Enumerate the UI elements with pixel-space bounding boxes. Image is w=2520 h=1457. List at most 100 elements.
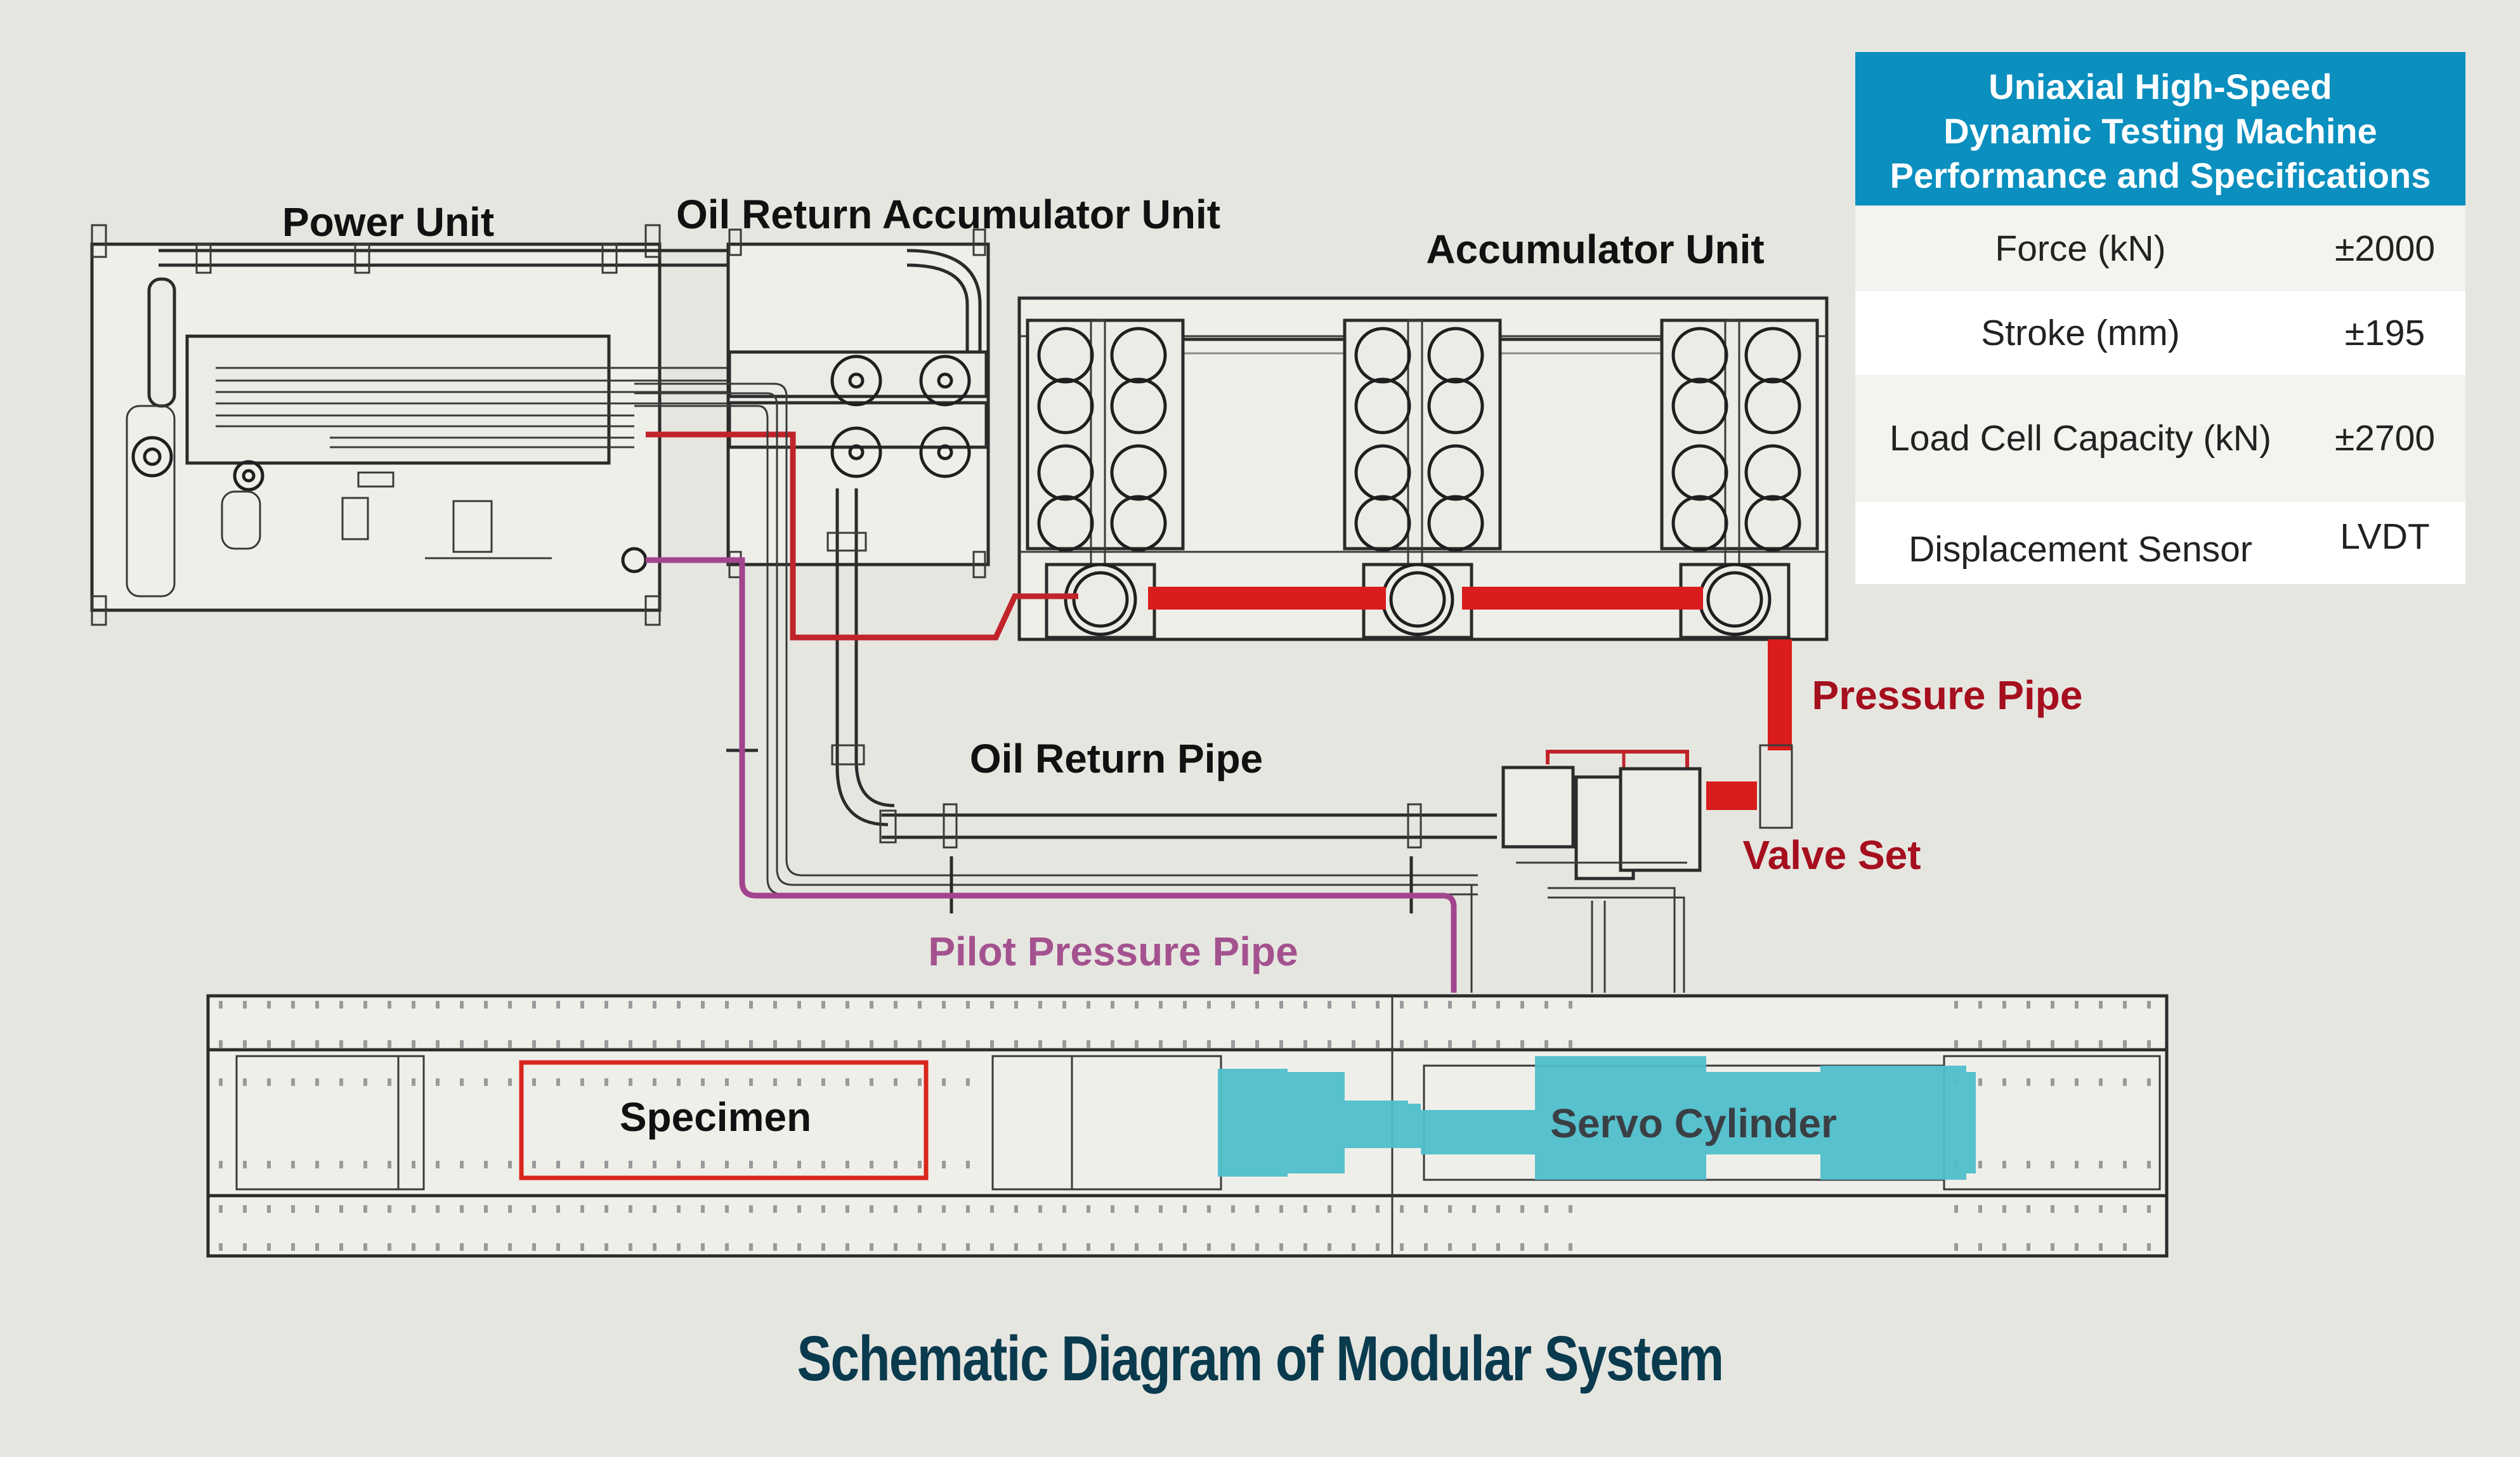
bolt-hole: [1376, 1040, 1380, 1048]
bolt-hole: [2147, 1040, 2151, 1048]
bolt-hole: [388, 1161, 391, 1168]
bolt-hole: [1472, 1205, 1476, 1213]
bolt-hole: [1062, 1205, 1066, 1213]
accumulator-bottle: [1354, 377, 1411, 434]
spec-table-body: Force (kN) ±2000 Stroke (mm) ±195 Load C…: [1855, 206, 2465, 584]
bolt-hole: [1231, 1001, 1235, 1009]
bolt-hole: [604, 1078, 608, 1086]
bolt-hole: [1255, 1001, 1259, 1009]
bolt-hole: [1279, 1001, 1283, 1009]
bolt-hole: [363, 1205, 367, 1213]
spec-table-header: Uniaxial High-Speed Dynamic Testing Mach…: [1855, 52, 2465, 206]
bolt-hole: [821, 1078, 825, 1086]
bolt-hole: [1376, 1205, 1380, 1213]
bolt-hole: [1448, 1001, 1452, 1009]
power-unit: [90, 224, 989, 626]
bolt-hole: [1038, 1040, 1042, 1048]
bolt-hole: [725, 1243, 729, 1251]
bolt-hole: [556, 1161, 560, 1168]
bolt-hole: [2099, 1001, 2103, 1009]
bolt-hole: [363, 1001, 367, 1009]
bolt-hole: [1424, 1040, 1428, 1048]
spec-label: Load Cell Capacity (kN): [1890, 418, 2271, 459]
bolt-hole: [580, 1243, 584, 1251]
bolt-hole: [1087, 1205, 1090, 1213]
bolt-hole: [291, 1161, 295, 1168]
bolt-hole: [1448, 1040, 1452, 1048]
bolt-hole: [1520, 1040, 1524, 1048]
label-accumulator-unit: Accumulator Unit: [1426, 226, 1764, 272]
bolt-hole: [894, 1161, 898, 1168]
bolt-hole: [1328, 1001, 1331, 1009]
bolt-hole: [942, 1243, 946, 1251]
spec-label: Stroke (mm): [1981, 313, 2180, 353]
bolt-hole: [508, 1243, 512, 1251]
bolt-hole: [363, 1243, 367, 1251]
bolt-hole: [894, 1243, 898, 1251]
drain-line: [1548, 887, 1676, 993]
bolt-hole: [2099, 1205, 2103, 1213]
bolt-hole: [2002, 1161, 2006, 1168]
bolt-hole: [918, 1243, 922, 1251]
bolt-hole: [821, 1161, 825, 1168]
bolt-hole: [870, 1078, 873, 1086]
bolt-hole: [845, 1205, 849, 1213]
bolt-hole: [2027, 1243, 2030, 1251]
bolt-hole: [1352, 1243, 1355, 1251]
pressure-elbow: [1759, 744, 1793, 829]
bolt-hole: [2147, 1161, 2151, 1168]
pump-icon: [131, 436, 173, 478]
pipe-clamp: [879, 809, 897, 844]
bolt-hole: [1159, 1040, 1163, 1048]
pressure-header-segment: [1148, 587, 1386, 610]
bolt-hole: [725, 1040, 729, 1048]
pipe-clamp: [1407, 803, 1422, 849]
bolt-hole: [749, 1040, 753, 1048]
bolt-hole: [1207, 1205, 1211, 1213]
bolt-hole: [1279, 1243, 1283, 1251]
pipe-clamp: [354, 243, 370, 274]
bolt-hole: [942, 1205, 946, 1213]
bolt-hole: [291, 1205, 295, 1213]
motor: [221, 490, 261, 550]
bolt-hole: [580, 1001, 584, 1009]
bolt-hole: [1159, 1243, 1163, 1251]
bolt-hole: [2123, 1001, 2127, 1009]
bolt-hole: [773, 1205, 777, 1213]
bolt-hole: [701, 1161, 705, 1168]
bolt-hole: [629, 1205, 632, 1213]
bolt-hole: [1014, 1040, 1018, 1048]
accumulator-bottle: [1354, 495, 1411, 552]
bolt-hole: [436, 1243, 440, 1251]
spec-label: Displacement Sensor: [1909, 529, 2252, 570]
bolt-hole: [2051, 1001, 2054, 1009]
bolt-hole: [2099, 1078, 2103, 1086]
bolt-hole: [508, 1205, 512, 1213]
accumulator-bottle: [1427, 495, 1484, 552]
power-unit-post: [644, 224, 661, 258]
accumulator-bottle: [1427, 444, 1484, 501]
bolt-hole: [1303, 1205, 1307, 1213]
bolt-hole: [2027, 1040, 2030, 1048]
bolt-hole: [291, 1243, 295, 1251]
bolt-hole: [845, 1161, 849, 1168]
bolt-hole: [797, 1161, 801, 1168]
oil-tank: [185, 334, 611, 465]
label-servo-cylinder: Servo Cylinder: [1550, 1101, 1837, 1146]
bolt-hole: [315, 1001, 319, 1009]
bolt-hole: [267, 1001, 271, 1009]
bolt-hole: [990, 1243, 994, 1251]
bolt-hole: [2027, 1205, 2030, 1213]
bolt-hole: [1328, 1205, 1331, 1213]
bolt-hole: [1448, 1205, 1452, 1213]
bolt-hole: [412, 1205, 415, 1213]
pump-center: [143, 447, 162, 466]
bolt-hole: [604, 1205, 608, 1213]
bolt-hole: [1978, 1161, 1982, 1168]
bolt-hole: [219, 1078, 223, 1086]
bolt-hole: [1954, 1001, 1958, 1009]
accumulator-bottle: [1037, 444, 1094, 501]
bolt-hole: [653, 1243, 656, 1251]
pressure-header-segment: [1462, 587, 1703, 610]
bolt-hole: [845, 1243, 849, 1251]
